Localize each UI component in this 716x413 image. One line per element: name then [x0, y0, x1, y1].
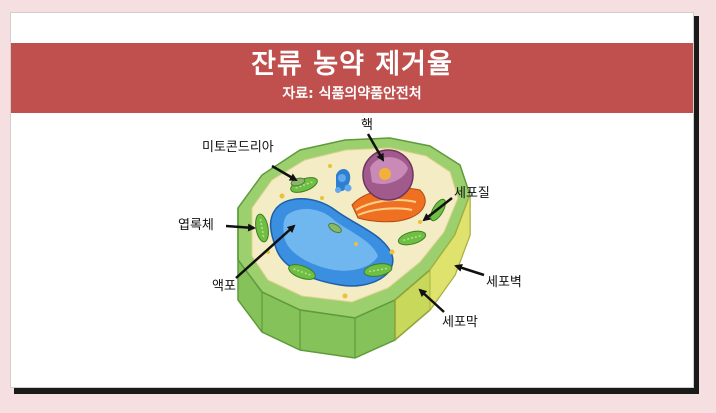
chloroplast-arrow: [225, 223, 256, 232]
cell-wall-arrow: [454, 264, 485, 277]
cell-membrane-arrow: [418, 288, 445, 313]
mitochondria-arrow: [271, 164, 298, 182]
vacuole: [269, 198, 394, 287]
source-caption: 자료: 식품의약품안전처: [282, 86, 422, 102]
label-cell-membrane: 세포막: [442, 315, 478, 330]
vacuole-arrow: [235, 224, 296, 279]
endoplasmic-reticulum: [335, 168, 352, 193]
label-vacuole: 액포: [212, 279, 236, 294]
label-chloroplast: 엽록체: [178, 218, 214, 233]
label-cell-wall: 세포벽: [486, 275, 522, 290]
label-arrows: [225, 133, 485, 313]
nucleus: [362, 149, 414, 201]
label-nucleus: 핵: [361, 118, 373, 133]
cytoplasm-arrow: [422, 197, 453, 222]
nucleus-arrow: [366, 133, 385, 162]
label-mitochondria: 미토콘드리아: [202, 140, 274, 155]
slide-title: 잔류 농약 제거율: [251, 49, 453, 80]
golgi-apparatus: [351, 187, 426, 223]
title-banner: 잔류 농약 제거율 자료: 식품의약품안전처: [11, 43, 693, 113]
label-cytoplasm: 세포질: [454, 186, 490, 201]
